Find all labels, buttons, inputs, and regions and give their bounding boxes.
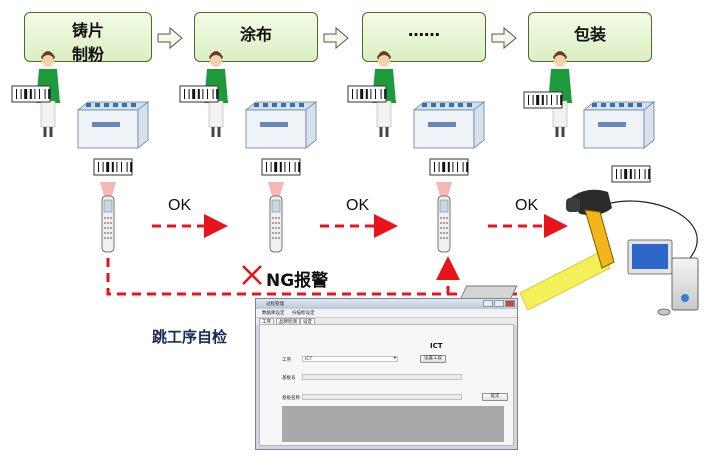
- process-chevron-3: [491, 26, 517, 50]
- process-step-1-line-2: 制粉: [71, 45, 104, 64]
- handheld-scanner-icon-2: [268, 182, 284, 253]
- process-step-2-line-1: 涂布: [239, 25, 272, 44]
- ok-label-2: OK: [346, 197, 370, 214]
- maximize-button[interactable]: [494, 300, 504, 307]
- code-field-label: 基板号: [282, 376, 296, 381]
- computer-icon: [458, 239, 699, 316]
- skip-process-check-label: 跳工序自检: [152, 328, 228, 346]
- battery-icon-2: [244, 101, 318, 149]
- handheld-scanner-icon-3: [436, 182, 452, 253]
- process-step-1-line-1: 铸片: [71, 21, 104, 40]
- window-tabs: 工序 品牌检测 设定: [256, 318, 517, 326]
- name-field-label: 基板名称: [282, 396, 300, 401]
- process-step-4-line-1: 包装: [573, 25, 606, 44]
- submit-button[interactable]: 提交: [482, 393, 508, 401]
- set-process-button[interactable]: 设置工段: [420, 355, 446, 363]
- tab-process[interactable]: 工序: [259, 318, 274, 326]
- menu-scanner-settings[interactable]: 扫描枪设定: [292, 311, 315, 316]
- window-output-area: [282, 406, 504, 442]
- name-input[interactable]: [302, 394, 462, 400]
- worker-barcode-icon-3: [347, 85, 387, 103]
- battery-barcode-icon-1: [93, 158, 133, 176]
- process-chevron-2: [323, 26, 349, 50]
- tab-settings[interactable]: 设定: [300, 318, 315, 326]
- process-select[interactable]: ICT ▾: [302, 356, 398, 362]
- minimize-button[interactable]: [483, 300, 493, 307]
- station-heading: ICT: [430, 342, 443, 350]
- scanner-beam: [519, 251, 611, 311]
- scanner-cable: [603, 200, 698, 259]
- code-input[interactable]: [302, 374, 462, 380]
- barcode-scanner-gun-icon: [566, 189, 615, 269]
- worker-barcode-icon-4: [523, 91, 563, 109]
- ok-label-3: OK: [515, 197, 539, 214]
- process-step-3-line-1: ……: [408, 21, 440, 40]
- process-step-4: 包装: [528, 12, 652, 62]
- worker-barcode-icon-2: [179, 85, 219, 103]
- battery-icon-4: [582, 101, 656, 149]
- handheld-scanner-icon-1: [100, 182, 116, 253]
- battery-barcode-icon-4: [611, 165, 651, 183]
- window-titlebar: 过程管理: [256, 299, 517, 309]
- process-management-window: 过程管理 数据库设定 扫描枪设定 工序 品牌检测 设定 ICT 工序 ICT ▾…: [255, 298, 518, 450]
- chevron-down-icon: ▾: [393, 356, 396, 361]
- battery-icon-3: [412, 101, 486, 149]
- ng-alarm-label: NG报警: [266, 271, 329, 291]
- window-body: ICT 工序 ICT ▾ 设置工段 基板号 基板名称 提交: [259, 324, 514, 446]
- menu-database-settings[interactable]: 数据库设定: [262, 311, 285, 316]
- window-title: 过程管理: [266, 302, 284, 307]
- process-field-label: 工序: [282, 358, 291, 363]
- process-chevron-1: [157, 26, 183, 50]
- ng-cross-icon: [242, 265, 262, 285]
- battery-barcode-icon-2: [261, 158, 301, 176]
- process-select-value: ICT: [305, 357, 313, 362]
- battery-barcode-icon-3: [429, 158, 469, 176]
- window-menu: 数据库设定 扫描枪设定: [256, 309, 517, 318]
- close-button[interactable]: [505, 300, 515, 307]
- ok-label-1: OK: [168, 197, 192, 214]
- ng-return-path: [106, 256, 460, 296]
- battery-icon-1: [76, 101, 150, 149]
- tab-brand-check[interactable]: 品牌检测: [276, 318, 300, 326]
- worker-barcode-icon-1: [11, 85, 51, 103]
